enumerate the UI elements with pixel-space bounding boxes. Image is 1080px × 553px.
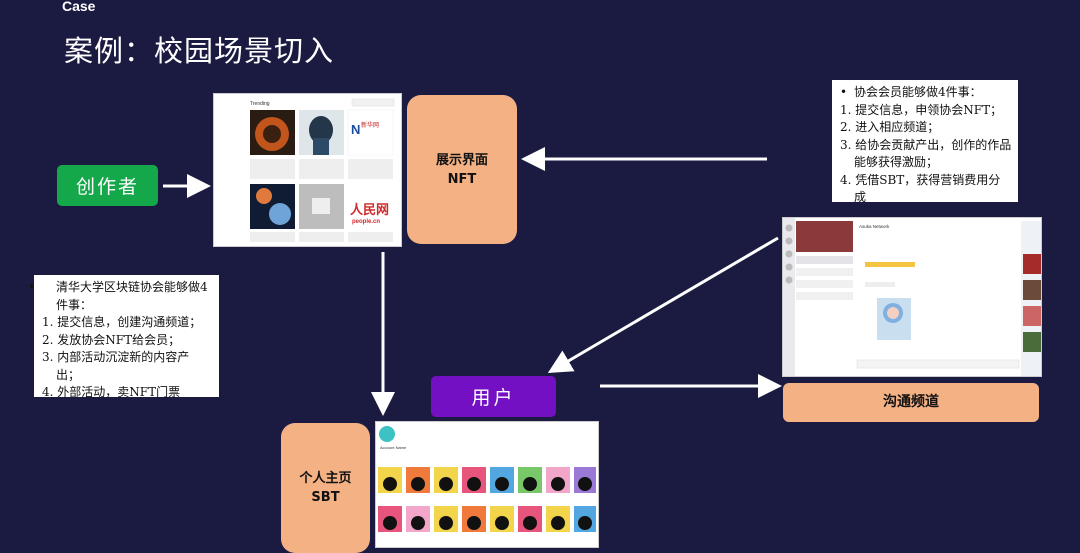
chat-thumbnail: Asuka Network [783,218,1041,376]
member-note-item: 3. 给协会贡献产出，创作的作品能够获得激励； [840,137,1012,170]
member-note-intro: •协会会员能够做4件事： [840,85,982,99]
svg-text:Account Name: Account Name [380,445,407,450]
gallery-thumbnail: Trending N 新华网 人民网 people.cn [250,98,395,242]
association-note: •清华大学区块链协会能够做4件事： 1. 提交信息，创建沟通频道； 2. 发放协… [28,275,219,399]
user-box: 用户 [431,376,556,417]
case-label: Case [62,0,96,14]
nft-gallery-screenshot: Trending N 新华网 人民网 people.cn [213,93,402,247]
svg-text:N: N [351,122,360,137]
page-title: 案例：校园场景切入 [64,34,335,68]
svg-text:people.cn: people.cn [352,219,380,225]
nft-display-sub: NFT [447,171,477,187]
profile-sub: SBT [311,490,340,505]
channel-label: 沟通频道 [883,394,939,410]
profile-box: 个人主页 SBT [281,423,370,553]
profile-thumbnail: Account Name [378,426,596,532]
profile-label: 个人主页 [299,471,352,486]
association-note-item: 1. 提交信息，创建沟通频道； [42,315,202,329]
svg-text:Trending: Trending [250,101,270,107]
nft-display-box: 展示界面 NFT [407,95,517,244]
member-note: •协会会员能够做4件事： 1. 提交信息，申领协会NFT； 2. 进入相应频道；… [832,80,1018,204]
flow-arrows [163,147,782,416]
svg-text:人民网: 人民网 [350,202,389,218]
association-note-item: 4. 外部活动，卖NFT门票 [42,385,181,399]
svg-text:Asuka Network: Asuka Network [859,224,890,229]
creator-box: 创作者 [57,165,158,206]
member-note-item: 4. 凭借SBT，获得营销费用分成 [840,172,1001,205]
chat-channel-screenshot: Asuka Network [782,217,1042,377]
nft-display-label: 展示界面 [435,152,488,168]
arrow-chat-to-user [547,236,779,374]
svg-text:新华网: 新华网 [361,121,379,129]
member-note-item: 1. 提交信息，申领协会NFT； [840,102,1003,117]
association-note-item: 3. 内部活动沉淀新的内容产出； [42,350,190,382]
member-note-item: 2. 进入相应频道； [840,120,940,134]
profile-screenshot: Account Name [375,421,599,548]
channel-box: 沟通频道 [783,383,1039,422]
association-note-item: 2. 发放协会NFT给会员； [42,332,181,347]
association-note-intro: •清华大学区块链协会能够做4件事： [28,280,208,312]
